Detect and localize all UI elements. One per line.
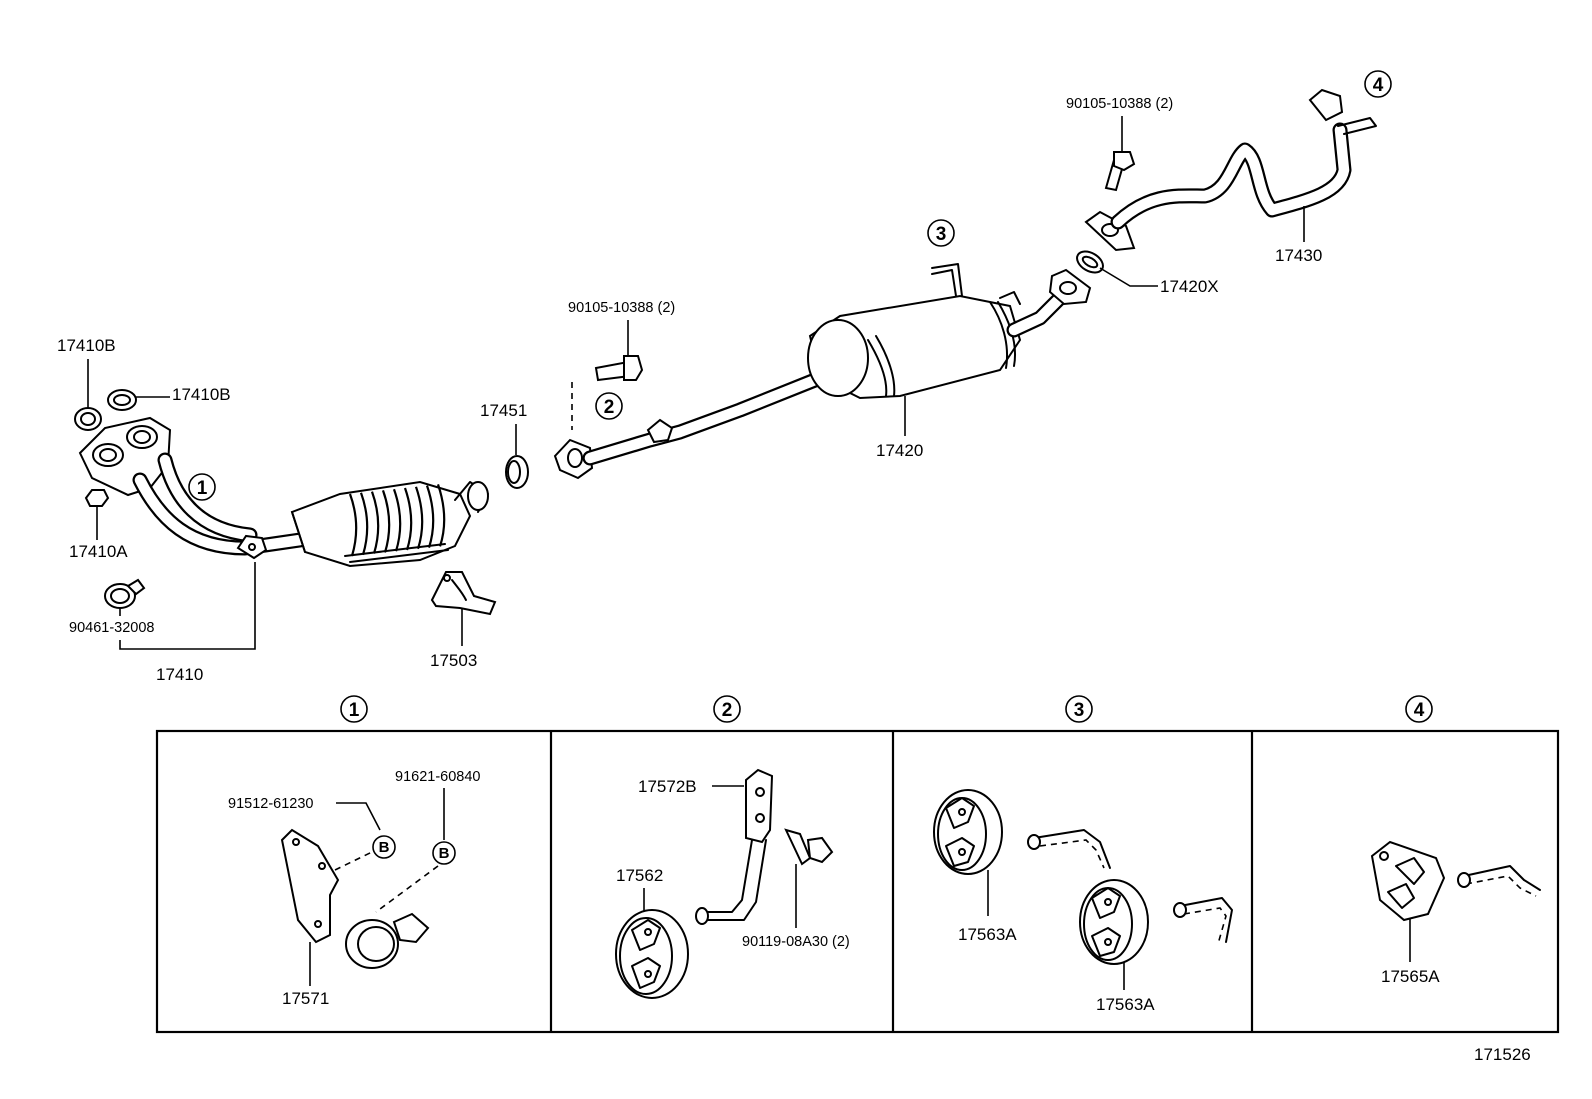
svg-text:4: 4	[1414, 700, 1425, 721]
callout-4: 4	[1364, 70, 1392, 98]
hanger-17563A-upper[interactable]	[933, 789, 1003, 875]
section-header-4: 4	[1405, 695, 1433, 723]
svg-text:4: 4	[1373, 75, 1384, 96]
label-17503: 17503	[430, 651, 477, 670]
svg-text:1: 1	[197, 478, 208, 499]
svg-text:B: B	[439, 845, 450, 862]
section-header-3: 3	[1065, 695, 1093, 723]
callout-b-right: B	[432, 841, 456, 865]
svg-text:1: 1	[349, 700, 360, 721]
gasket-17451[interactable]	[505, 455, 529, 489]
section-header-2: 2	[713, 695, 741, 723]
svg-text:B: B	[379, 839, 390, 856]
svg-text:3: 3	[936, 224, 947, 245]
bracket-17571[interactable]	[280, 828, 340, 944]
label-90105-10388-rear: 90105-10388 (2)	[1066, 96, 1173, 112]
section-header-1: 1	[340, 695, 368, 723]
label-17565A: 17565A	[1381, 967, 1440, 986]
callout-1: 1	[188, 473, 216, 501]
label-17420: 17420	[876, 441, 923, 460]
label-17571: 17571	[282, 989, 329, 1008]
label-17563A-lower: 17563A	[1096, 995, 1155, 1014]
hanger-17565A[interactable]	[1370, 840, 1446, 922]
label-17410B-right: 17410B	[172, 385, 231, 404]
svg-text:2: 2	[722, 700, 733, 721]
label-90119-08A30: 90119-08A30 (2)	[742, 934, 850, 950]
catalytic-converter[interactable]	[290, 480, 489, 568]
label-17451: 17451	[480, 401, 527, 420]
front-pipe-17410[interactable]	[78, 416, 308, 560]
label-17562: 17562	[616, 866, 663, 885]
label-17410A: 17410A	[69, 542, 128, 561]
gasket-17420X[interactable]	[1073, 247, 1106, 277]
hanger-17562[interactable]	[615, 909, 689, 999]
nut-17410A[interactable]	[84, 489, 110, 507]
label-17572B: 17572B	[638, 777, 697, 796]
bracket-17503[interactable]	[430, 571, 497, 616]
main-muffler-17420[interactable]	[807, 263, 1092, 400]
bracket-17572B[interactable]	[695, 768, 774, 925]
hanger-17563A-lower[interactable]	[1079, 879, 1149, 965]
clamp-90461-32008[interactable]	[104, 578, 146, 609]
label-91621-60840: 91621-60840	[395, 769, 480, 785]
label-90105-10388-center: 90105-10388 (2)	[568, 300, 675, 316]
diagram-code: 171526	[1474, 1045, 1531, 1064]
label-17563A-upper: 17563A	[958, 925, 1017, 944]
gasket-17410B-left[interactable]	[74, 407, 102, 431]
clamp-91621-60840[interactable]	[345, 912, 430, 969]
callout-b-left: B	[372, 835, 396, 859]
bolt-90105-10388-rear[interactable]	[1104, 151, 1136, 192]
gasket-17410B-right[interactable]	[107, 389, 137, 411]
label-91512-61230: 91512-61230	[228, 796, 313, 812]
label-17420X: 17420X	[1160, 277, 1219, 296]
detail-panels	[155, 729, 1560, 1034]
center-exhaust-pipe[interactable]	[553, 360, 868, 480]
label-17410B-left: 17410B	[57, 336, 116, 355]
label-17430: 17430	[1275, 246, 1322, 265]
tail-pipe-17430[interactable]	[1084, 88, 1377, 252]
callout-3: 3	[927, 219, 955, 247]
bolt-90119-08A30[interactable]	[784, 828, 834, 866]
callout-2: 2	[595, 392, 623, 420]
svg-text:3: 3	[1074, 700, 1085, 721]
bolt-90105-10388-center[interactable]	[594, 355, 644, 382]
svg-text:2: 2	[604, 397, 615, 418]
label-90461-32008: 90461-32008	[69, 620, 154, 636]
label-17410: 17410	[156, 665, 203, 684]
